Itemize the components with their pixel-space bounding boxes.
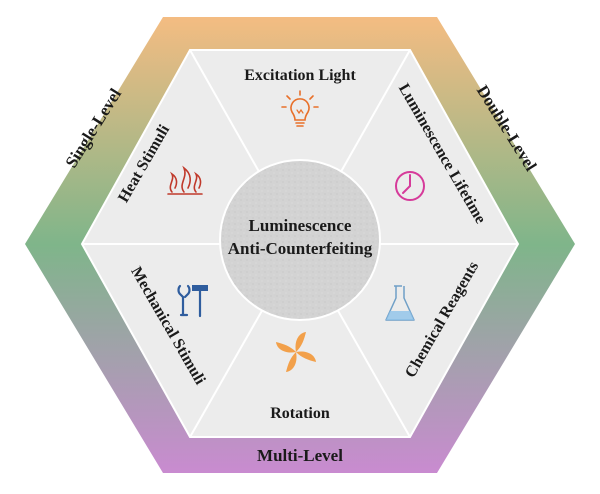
flame-icon — [167, 165, 203, 195]
center-circle — [219, 159, 381, 321]
level-label-multi: Multi-Level — [257, 446, 343, 465]
center-title-line1: Luminescence — [249, 216, 352, 235]
clock-icon — [395, 171, 425, 201]
flask-icon — [385, 285, 415, 321]
segment-label-rotation: Rotation — [270, 405, 330, 422]
lightbulb-icon — [281, 90, 319, 127]
pinwheel-icon — [276, 332, 316, 372]
center-title-line2: Anti-Counterfeiting — [228, 239, 373, 258]
segment-label-excitation: Excitation Light — [244, 67, 356, 84]
wrench-hammer-icon — [177, 284, 208, 318]
